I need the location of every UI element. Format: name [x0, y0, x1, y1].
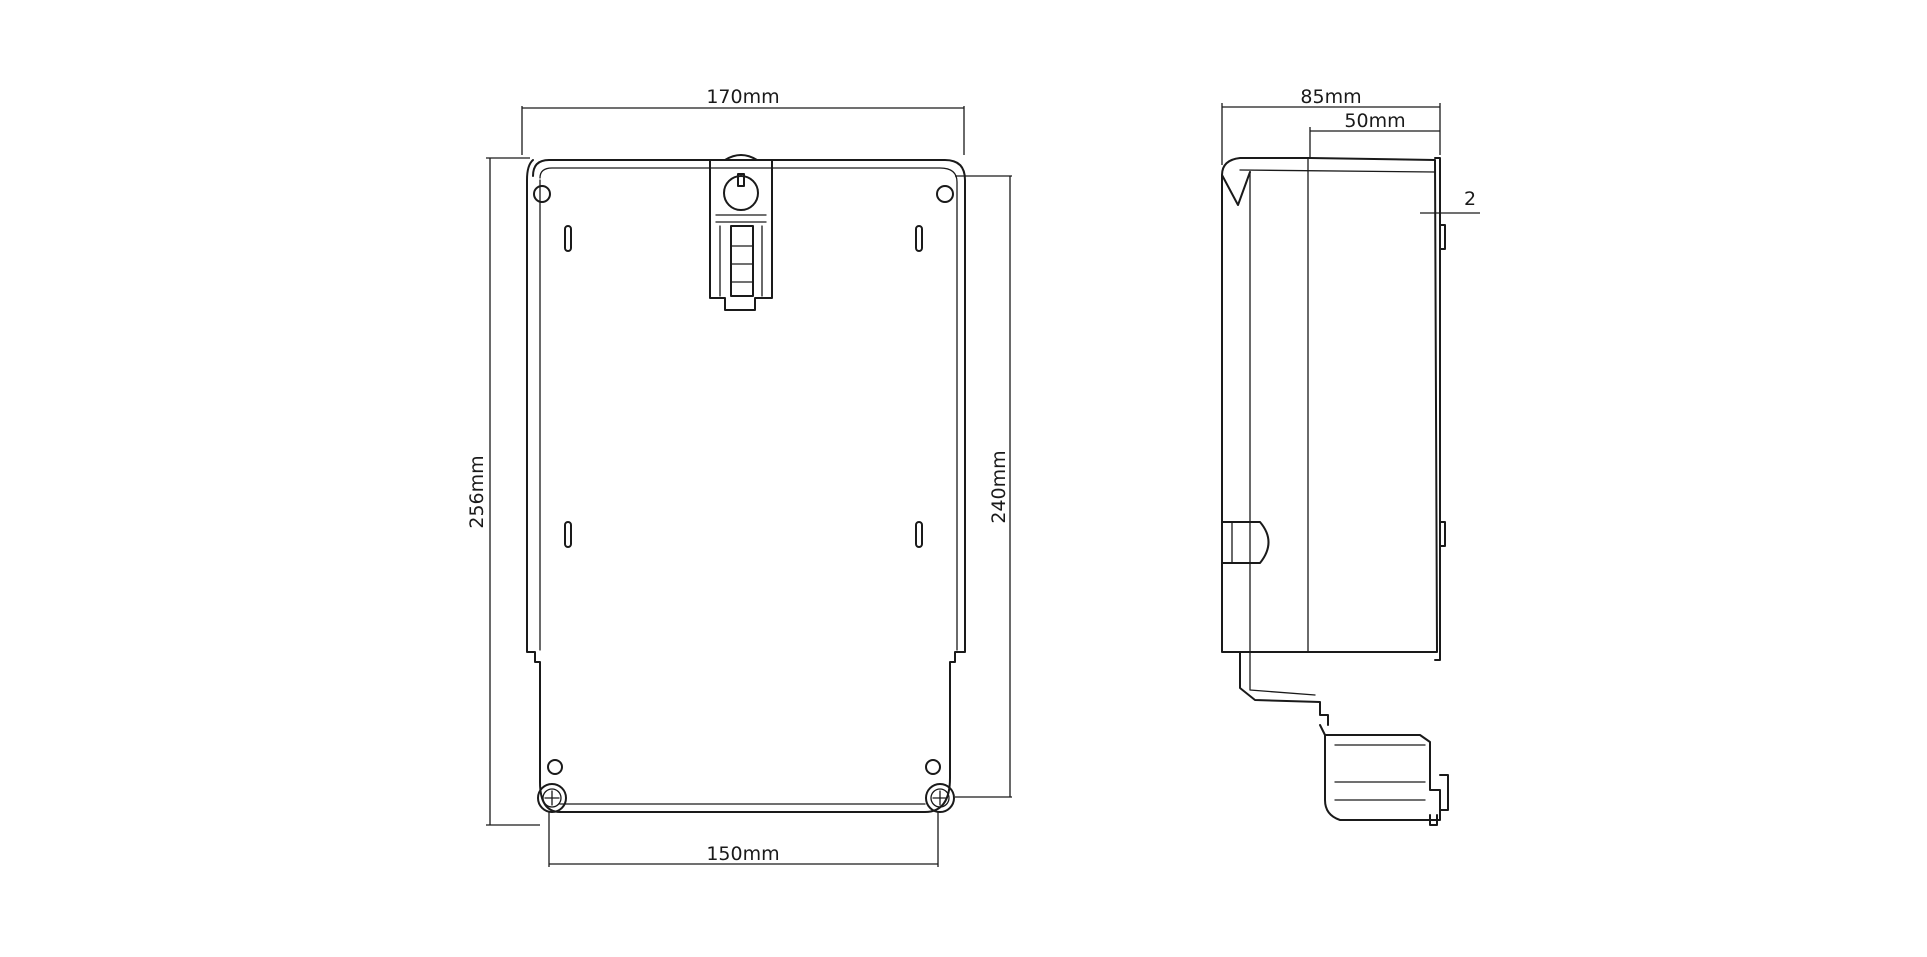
hole-bottom-right — [925, 759, 941, 775]
dim-front-width-top: 170mm — [521, 86, 965, 155]
side-lower-step — [1239, 651, 1329, 726]
dim-side-depth-rear: 50mm — [1309, 110, 1440, 158]
dim-label-256: 256mm — [466, 455, 488, 528]
screw-left — [537, 783, 567, 813]
side-button — [1221, 521, 1270, 564]
dim-side-depth-overall: 85mm — [1221, 86, 1441, 165]
side-flange-tab-mid — [1439, 521, 1446, 547]
hole-top-right — [936, 185, 954, 203]
dim-label-2: 2 — [1464, 188, 1476, 210]
dim-label-85: 85mm — [1300, 86, 1361, 108]
screw-right — [925, 783, 955, 813]
dim-front-height-holes: 240mm — [955, 175, 1012, 798]
side-top-edge — [1239, 169, 1436, 173]
side-flange-tab-top — [1439, 224, 1446, 250]
side-view — [1221, 157, 1449, 826]
slot-top-left — [564, 225, 572, 252]
dim-label-170: 170mm — [706, 86, 779, 108]
dim-side-flange: 2 — [1420, 188, 1480, 216]
dim-label-240: 240mm — [988, 450, 1010, 523]
front-inner-wall — [539, 167, 958, 651]
side-rear-flange — [1434, 157, 1441, 661]
hole-top-left — [533, 185, 551, 203]
front-outline — [526, 159, 966, 813]
dim-front-height-overall: 256mm — [466, 157, 540, 826]
slot-mid-left — [564, 521, 572, 548]
dim-front-width-bottom: 150mm — [548, 812, 939, 867]
front-view — [526, 154, 966, 813]
din-clip — [709, 154, 773, 311]
side-outline — [1221, 157, 1438, 653]
slot-top-right — [915, 225, 923, 252]
side-terminal-block — [1319, 724, 1441, 821]
dim-label-150: 150mm — [706, 843, 779, 865]
side-front-lip — [1221, 171, 1251, 206]
hole-bottom-left — [547, 759, 563, 775]
side-terminal-tab — [1439, 774, 1449, 811]
slot-mid-right — [915, 521, 923, 548]
dim-label-50: 50mm — [1344, 110, 1405, 132]
